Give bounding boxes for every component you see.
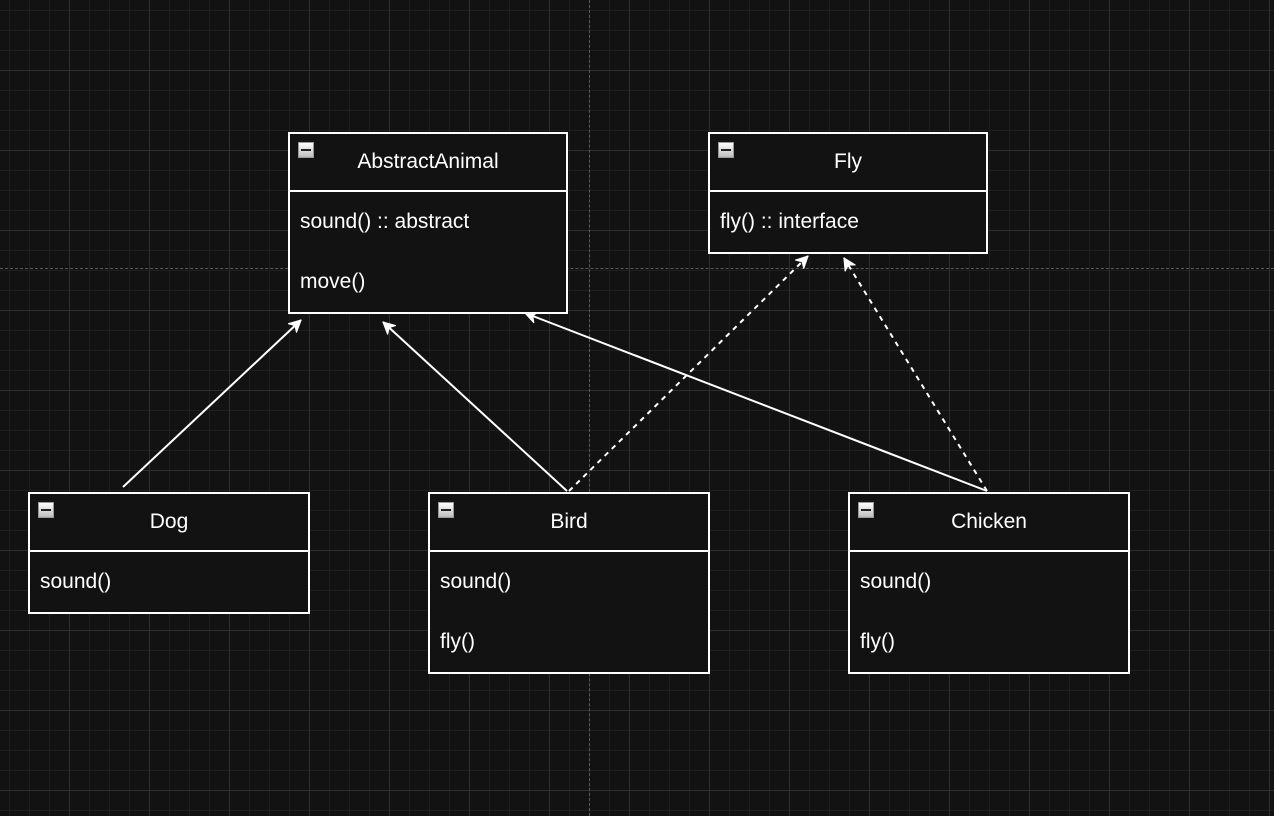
class-fly[interactable]: Fly fly() :: interface <box>708 132 988 254</box>
class-name: Fly <box>834 150 862 173</box>
class-bird[interactable]: Bird sound() fly() <box>428 492 710 674</box>
class-member-sound[interactable]: sound() <box>440 570 512 593</box>
class-name: Chicken <box>951 510 1027 533</box>
edge-bird-to-abstractanimal[interactable] <box>382 321 568 492</box>
edge-chicken-to-abstractanimal[interactable] <box>524 311 988 492</box>
class-header[interactable]: Chicken <box>850 494 1128 552</box>
class-member-sound[interactable]: sound() <box>40 570 112 593</box>
class-name: AbstractAnimal <box>357 150 499 173</box>
collapse-minus-icon[interactable] <box>38 502 54 518</box>
class-member-fly[interactable]: fly() <box>440 630 475 653</box>
class-header[interactable]: Dog <box>30 494 308 552</box>
class-member-fly[interactable]: fly() <box>860 630 895 653</box>
class-member-sound[interactable]: sound() :: abstract <box>300 210 470 233</box>
class-dog[interactable]: Dog sound() <box>28 492 310 614</box>
edge-dog-to-abstractanimal[interactable] <box>122 319 302 488</box>
edge-bird-to-fly[interactable] <box>568 255 809 492</box>
horizontal-guide-line <box>0 268 1274 269</box>
class-member-fly[interactable]: fly() :: interface <box>720 210 859 233</box>
collapse-minus-icon[interactable] <box>718 142 734 158</box>
class-chicken[interactable]: Chicken sound() fly() <box>848 492 1130 674</box>
edge-chicken-to-fly[interactable] <box>843 257 988 492</box>
class-abstractanimal[interactable]: AbstractAnimal sound() :: abstract move(… <box>288 132 568 314</box>
class-name: Bird <box>550 510 588 533</box>
class-header[interactable]: AbstractAnimal <box>290 134 566 192</box>
class-member-sound[interactable]: sound() <box>860 570 932 593</box>
class-name: Dog <box>149 510 189 533</box>
class-header[interactable]: Fly <box>710 134 986 192</box>
class-member-move[interactable]: move() <box>300 270 366 293</box>
collapse-minus-icon[interactable] <box>298 142 314 158</box>
class-header[interactable]: Bird <box>430 494 708 552</box>
collapse-minus-icon[interactable] <box>858 502 874 518</box>
vertical-guide-line <box>589 0 590 816</box>
collapse-minus-icon[interactable] <box>438 502 454 518</box>
